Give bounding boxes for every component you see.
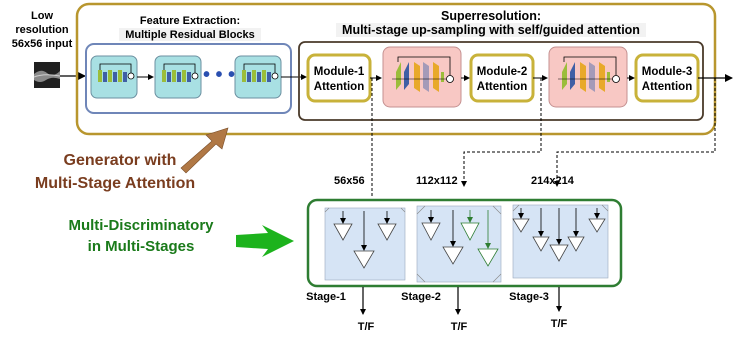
module-2-attention: Module-2 Attention (469, 53, 535, 103)
generator-frame (75, 2, 717, 136)
upsampling-block-2 (548, 46, 628, 108)
output-tf-1: T/F (358, 321, 375, 333)
residual-block-3 (234, 55, 282, 99)
svg-text:Attention: Attention (477, 81, 527, 93)
feature-extraction-group (85, 43, 292, 114)
generator-label-line2: Multi-Stage Attention (35, 175, 195, 192)
output-tf-3: T/F (551, 318, 568, 330)
feature-extraction-title: Feature Extraction: (140, 15, 240, 27)
residual-block-1 (90, 55, 138, 99)
superresolution-title: Superresolution: (441, 9, 541, 23)
generator-pointer-arrow (180, 127, 229, 174)
residual-block-2 (154, 55, 202, 99)
discriminator-2 (416, 205, 502, 283)
discriminator-label-line1: Multi-Discriminatory (68, 217, 214, 234)
discriminator-label-line2: in Multi-Stages (88, 238, 195, 255)
module-1-attention: Module-1 Attention (306, 53, 372, 103)
superresolution-group (298, 41, 704, 121)
stage-label-3: Stage-3 (509, 291, 549, 303)
feature-extraction-subtitle: Multiple Residual Blocks (125, 29, 255, 41)
input-label-line2: resolution (15, 24, 68, 36)
stage-label-1: Stage-1 (306, 291, 346, 303)
input-image (33, 62, 61, 88)
output-tf-2: T/F (451, 321, 468, 333)
svg-text:Attention: Attention (642, 81, 692, 93)
svg-text:Module-2: Module-2 (477, 66, 527, 78)
svg-text:Module-1: Module-1 (314, 66, 365, 78)
resolution-label-2: 112x112 (416, 175, 458, 187)
svg-text:Attention: Attention (314, 81, 364, 93)
input-label-line3: 56x56 input (12, 38, 73, 50)
resolution-label-3: 214x214 (531, 175, 575, 187)
ellipsis: • • • (203, 64, 235, 86)
resolution-label-1: 56x56 (334, 175, 365, 187)
module-3-attention: Module-3 Attention (634, 53, 700, 103)
input-label-line1: Low (31, 10, 53, 22)
discriminator-pointer-arrow (236, 225, 294, 257)
discriminator-1 (324, 207, 406, 281)
discriminator-3 (512, 204, 609, 279)
superresolution-subtitle: Multi-stage up-sampling with self/guided… (342, 23, 640, 37)
stage-taps (371, 78, 716, 196)
upsampling-block-1 (382, 46, 462, 108)
stage-label-2: Stage-2 (401, 291, 441, 303)
generator-label-line1: Generator with (64, 152, 177, 169)
svg-text:Module-3: Module-3 (642, 66, 692, 78)
